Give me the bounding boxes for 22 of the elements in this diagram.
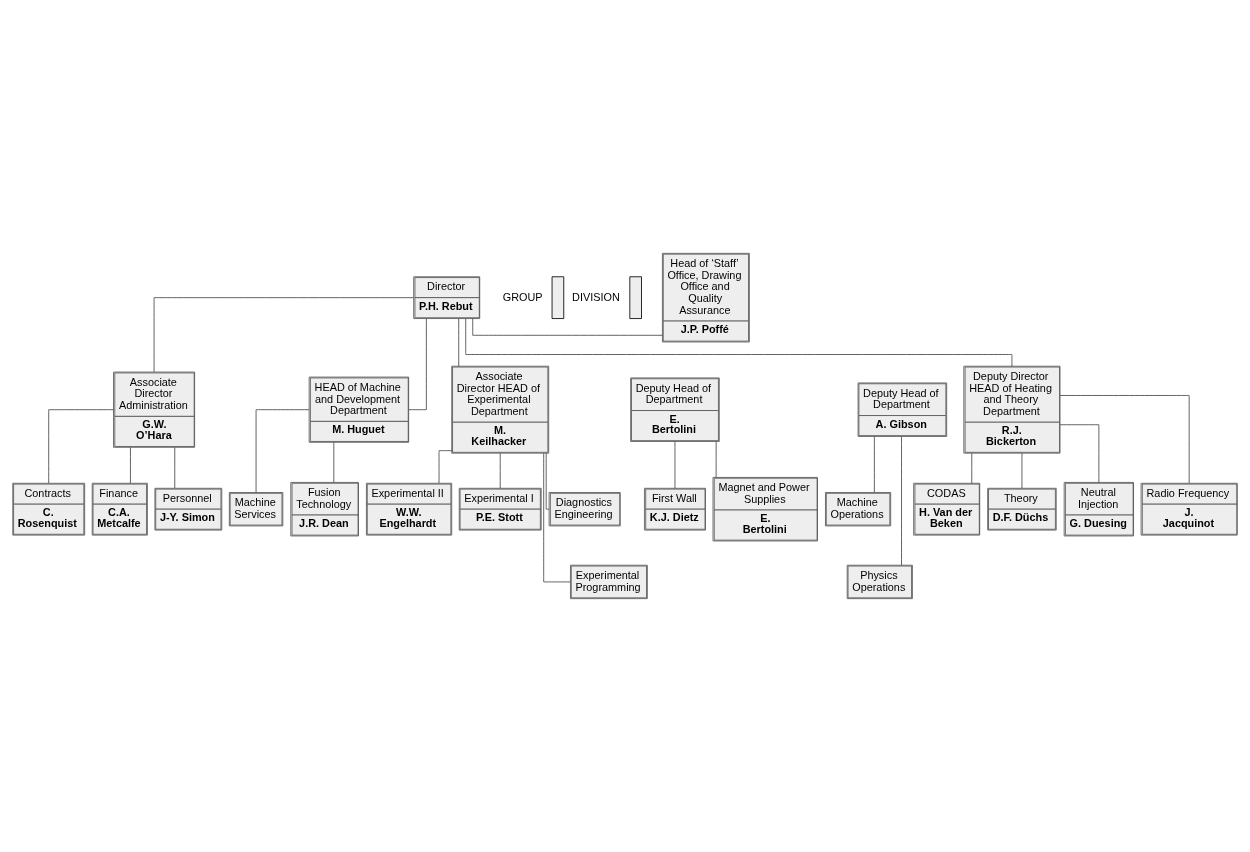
connector (472, 318, 663, 336)
connector (1059, 424, 1100, 483)
connector (901, 436, 902, 566)
connector (1059, 395, 1190, 484)
connector (48, 409, 114, 484)
connector (255, 409, 310, 493)
connector (543, 452, 571, 583)
connector (715, 441, 717, 478)
connector (174, 447, 176, 489)
connector (333, 442, 335, 483)
connector (499, 452, 501, 489)
connector (674, 441, 676, 489)
connector (1021, 452, 1023, 489)
legend-label: GROUP (502, 290, 543, 303)
connector (873, 436, 875, 493)
connector (408, 318, 427, 411)
connector (971, 452, 973, 484)
connector (458, 318, 460, 367)
legend-label: DIVISION (572, 290, 620, 303)
connector (545, 452, 550, 510)
connector (153, 297, 414, 373)
connector (130, 447, 131, 484)
